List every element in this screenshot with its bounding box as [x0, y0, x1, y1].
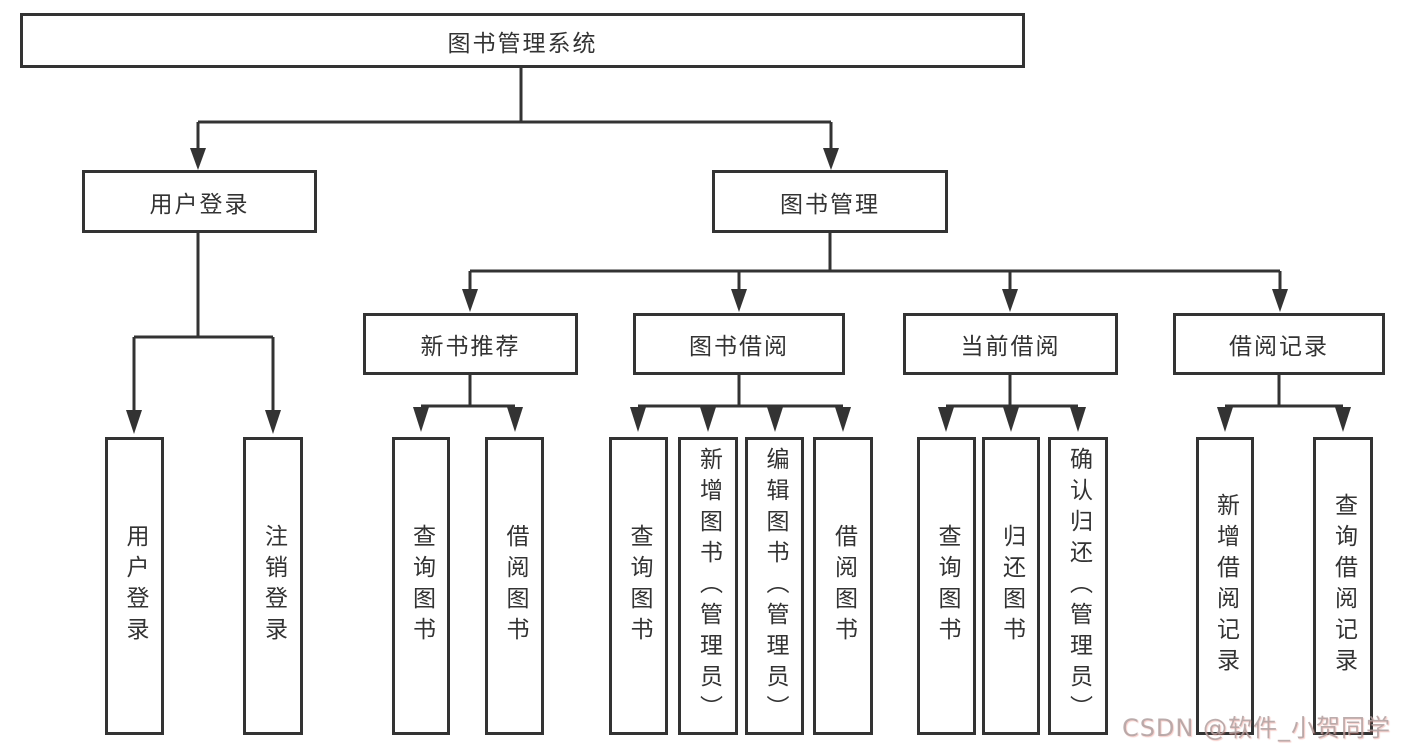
leaf-edit-books-admin: 编辑图书（管理员） — [745, 437, 804, 735]
leaf-return-books: 归还图书 — [982, 437, 1040, 735]
node-new-book-recommend: 新书推荐 — [363, 313, 578, 375]
leaf-query-books-recommend: 查询图书 — [392, 437, 450, 735]
leaf-confirm-return-admin: 确认归还（管理员） — [1048, 437, 1108, 735]
node-book-management: 图书管理 — [712, 170, 948, 233]
leaf-add-books-admin: 新增图书（管理员） — [678, 437, 738, 735]
node-borrow-records: 借阅记录 — [1173, 313, 1385, 375]
csdn-watermark: CSDN @软件_小贺同学 — [1121, 714, 1391, 742]
node-library-system: 图书管理系统 — [20, 13, 1025, 68]
leaf-query-books-borrowing: 查询图书 — [609, 437, 668, 735]
leaf-logout: 注销登录 — [243, 437, 303, 735]
node-user-login: 用户登录 — [82, 170, 317, 233]
leaf-borrow-books-recommend: 借阅图书 — [485, 437, 544, 735]
leaf-user-login: 用户登录 — [105, 437, 164, 735]
leaf-add-borrow-record: 新增借阅记录 — [1196, 437, 1254, 735]
leaf-query-borrow-record: 查询借阅记录 — [1313, 437, 1373, 735]
leaf-borrow-books-borrowing: 借阅图书 — [813, 437, 873, 735]
node-current-borrowing: 当前借阅 — [903, 313, 1118, 375]
node-book-borrowing: 图书借阅 — [633, 313, 845, 375]
leaf-query-books-current: 查询图书 — [917, 437, 976, 735]
